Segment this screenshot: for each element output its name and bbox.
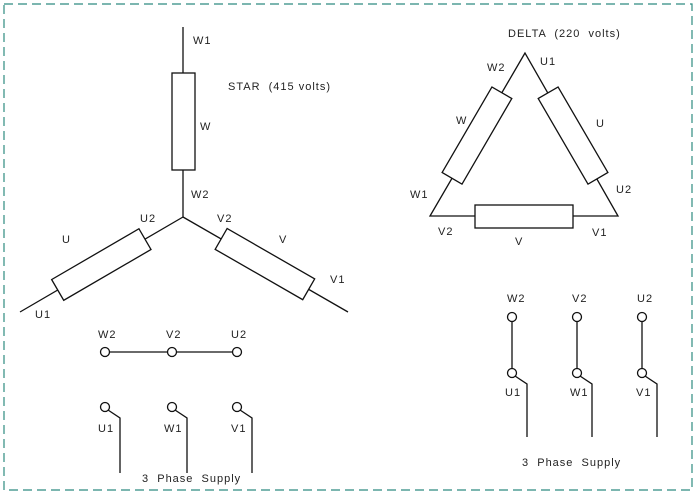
star-winding-w [171,72,196,171]
delta-term-label: U2 [637,293,653,305]
delta-term-label: V2 [572,293,587,305]
delta-winding-u [537,86,609,185]
star-label-w1: W1 [193,35,212,47]
star-term-label: U1 [98,423,114,435]
star-label-u2: U2 [140,213,156,225]
star-term-label: U2 [231,329,247,341]
star-diagram: W1 W W2 STAR (415 volts) U2 V2 U V V1 U1 [19,27,349,321]
delta-label-w: W [456,115,467,127]
delta-term-label: W2 [507,293,526,305]
star-winding-v [214,227,316,301]
star-label-v1: V1 [330,274,345,286]
supply-lead [174,409,188,473]
delta-label-v1: V1 [592,227,607,239]
terminal-v2 [166,346,178,358]
delta-triangle [428,51,620,217]
drawing-border [3,3,693,491]
supply-lead [579,375,593,437]
delta-term-label: W1 [570,387,589,399]
star-term-label: W1 [164,423,183,435]
terminal-w2 [99,346,111,358]
terminal-u1 [99,401,111,413]
delta-label-u2: U2 [616,184,632,196]
delta-title: DELTA (220 volts) [508,28,621,40]
delta-label-u: U [596,118,605,130]
star-winding-u [50,227,152,302]
supply-lead [239,409,253,473]
delta-label-w2: W2 [487,62,506,74]
delta-label-v2: V2 [438,226,453,238]
delta-terminal-block: W2 V2 U2 U1 W1 V1 3 Phase Supply [505,293,658,469]
star-label-u: U [62,234,71,246]
delta-winding-w [441,86,513,185]
star-term-label: W2 [98,329,117,341]
terminal-w1 [166,401,178,413]
delta-label-u1: U1 [540,56,556,68]
star-label-v: V [279,234,287,246]
delta-term-label: U1 [505,387,521,399]
delta-term-label: V1 [636,387,651,399]
supply-lead [514,375,528,437]
supply-lead [644,375,658,437]
terminal-u2 [636,311,648,323]
star-label-u1: U1 [35,309,51,321]
supply-lead [107,409,121,473]
delta-winding-v [474,204,574,229]
terminal-w2 [506,311,518,323]
delta-supply-label: 3 Phase Supply [522,457,621,469]
star-title: STAR (415 volts) [228,81,331,93]
terminal-v2 [571,311,583,323]
star-terminal-block: W2 V2 U2 U1 W1 V1 3 Phase Supply [98,329,253,485]
star-term-label: V2 [166,329,181,341]
terminal-v1 [636,367,648,379]
delta-label-w1: W1 [410,189,429,201]
delta-label-v: V [515,236,523,248]
star-label-w: W [200,121,211,133]
terminal-v1 [231,401,243,413]
terminal-w1 [571,367,583,379]
star-label-v2: V2 [217,213,232,225]
star-supply-label: 3 Phase Supply [142,473,241,485]
terminal-u1 [506,367,518,379]
terminal-u2 [231,346,243,358]
delta-diagram: DELTA (220 volts) U1 W2 W U W1 U2 V2 V V… [410,28,632,248]
star-term-label: V1 [231,423,246,435]
star-label-w2: W2 [191,189,210,201]
